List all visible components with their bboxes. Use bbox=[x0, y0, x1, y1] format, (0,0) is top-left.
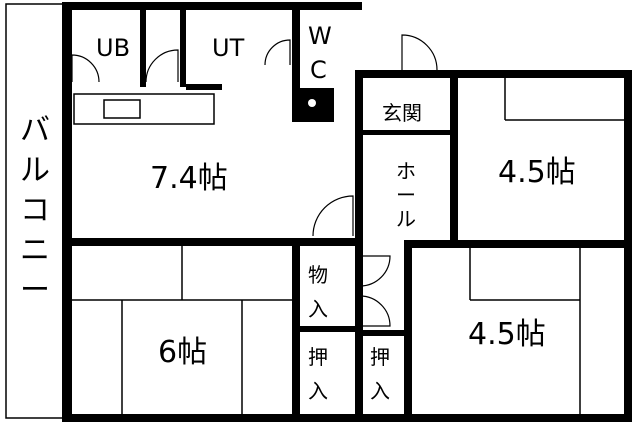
wc-drain bbox=[308, 99, 316, 107]
room-label-south-jp: 4.5帖 bbox=[468, 317, 546, 352]
room-label-wc-c: C bbox=[310, 56, 327, 84]
balcony-label-5: ー bbox=[20, 273, 50, 308]
balcony-label-4: ニ bbox=[20, 233, 50, 268]
room-label-hall-3: ル bbox=[396, 207, 416, 231]
room-label-oshiire-1b: 入 bbox=[308, 379, 328, 403]
balcony-label-1: バ bbox=[20, 113, 50, 148]
doors bbox=[71, 34, 438, 327]
walls bbox=[62, 2, 632, 422]
room-label-ldk: 7.4帖 bbox=[150, 161, 228, 196]
room-label-monoire-1: 物 bbox=[308, 263, 328, 287]
balcony-label-2: ル bbox=[20, 153, 50, 188]
kitchen-counter bbox=[73, 93, 215, 125]
room-label-6jo: 6帖 bbox=[158, 335, 207, 370]
room-label-hall-1: ホ bbox=[396, 159, 416, 183]
room-label-oshiire-2b: 入 bbox=[370, 379, 390, 403]
room-label-hall-2: ー bbox=[396, 183, 416, 207]
tatami-lines bbox=[72, 78, 624, 414]
room-label-oshiire-2a: 押 bbox=[370, 345, 390, 369]
room-label-genkan: 玄関 bbox=[382, 101, 422, 125]
room-label-wc-w: W bbox=[308, 22, 332, 50]
room-label-ut: UT bbox=[212, 34, 245, 62]
room-label-ub: UB bbox=[96, 34, 130, 62]
balcony-label-3: コ bbox=[20, 193, 50, 228]
room-label-monoire-2: 入 bbox=[308, 297, 328, 321]
room-label-west-jp: 4.5帖 bbox=[498, 155, 576, 190]
room-label-oshiire-1a: 押 bbox=[308, 345, 328, 369]
